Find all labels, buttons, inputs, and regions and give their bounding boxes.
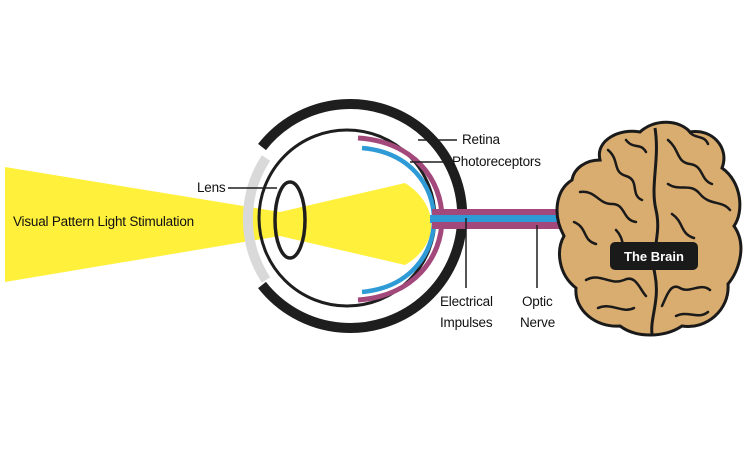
brain-fissure — [650, 127, 660, 335]
brain-outline — [555, 120, 743, 337]
brain-label-background — [610, 242, 698, 270]
electrical-impulses-label-line2: Impulses — [440, 315, 493, 330]
retina-label: Retina — [462, 132, 501, 147]
optic-nerve-label-line2: Nerve — [520, 315, 555, 330]
lens-shape — [273, 180, 307, 260]
photoreceptors-label: Photoreceptors — [452, 154, 541, 169]
optic-nerve-purple-top — [432, 209, 560, 216]
optic-nerve-label-line1: Optic — [522, 294, 553, 309]
brain-gyri-right — [660, 128, 732, 318]
light-beam-incoming — [5, 167, 280, 282]
optic-nerve-blue — [430, 215, 560, 223]
light-beam-focused-front — [280, 183, 432, 265]
brain-gyri-left — [572, 138, 648, 311]
light-stimulation-label: Visual Pattern Light Stimulation — [13, 214, 194, 229]
brain-illustration: The Brain — [555, 120, 743, 337]
lens-label: Lens — [197, 180, 226, 195]
cornea-arc — [243, 155, 271, 283]
brain-label: The Brain — [624, 249, 684, 264]
electrical-impulses-label-line1: Electrical — [440, 294, 493, 309]
optic-nerve-purple-bottom — [432, 222, 560, 229]
